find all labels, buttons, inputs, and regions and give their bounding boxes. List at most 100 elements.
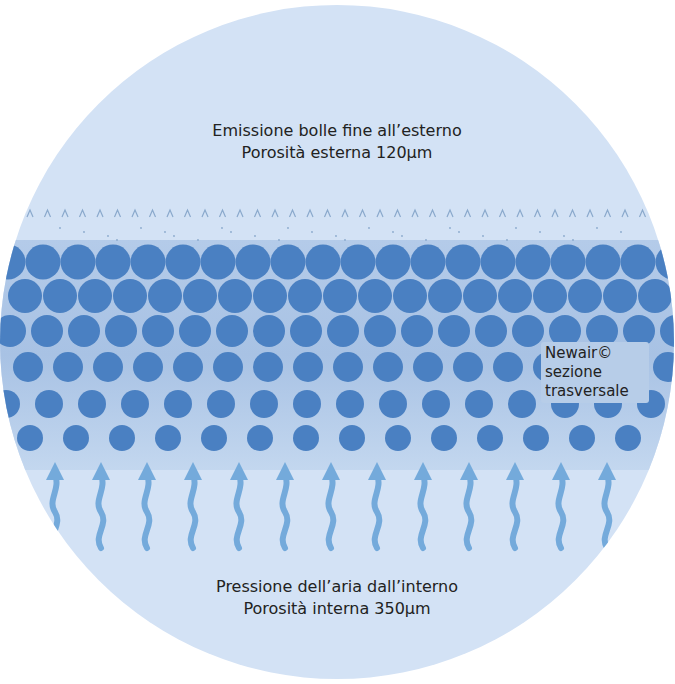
background-circle: [0, 5, 674, 679]
sphere: [218, 279, 252, 313]
arrow-shaft: [420, 474, 425, 548]
sphere: [431, 425, 457, 451]
sphere: [271, 245, 306, 280]
bubble-dot: [563, 235, 565, 237]
sphere: [422, 390, 450, 418]
bubble-mark: [325, 210, 331, 217]
arrow-head: [552, 462, 570, 480]
arrow-head: [598, 462, 616, 480]
sphere: [533, 279, 567, 313]
sphere: [453, 352, 483, 382]
bubble-dot: [221, 227, 223, 229]
bubble-mark: [132, 210, 138, 217]
arrow-head: [138, 462, 156, 480]
bubble-mark: [27, 210, 33, 217]
bubble-dot: [197, 239, 199, 241]
bubble-mark: [360, 210, 366, 217]
sphere: [35, 390, 63, 418]
bubble-mark: [517, 210, 523, 217]
bubble-mark: [482, 210, 488, 217]
sphere: [78, 390, 106, 418]
sphere: [26, 245, 61, 280]
sphere: [247, 425, 273, 451]
sphere: [93, 352, 123, 382]
bubble-mark: [115, 210, 121, 217]
arrow-shaft: [604, 474, 609, 548]
bubble-dot: [515, 227, 517, 229]
arrow-shaft: [144, 474, 149, 548]
bubble-mark: [255, 210, 261, 217]
bubble-mark: [622, 210, 628, 217]
sphere: [53, 352, 83, 382]
bubble-dot: [344, 239, 346, 241]
sphere: [173, 352, 203, 382]
sphere: [113, 279, 147, 313]
sphere: [661, 425, 675, 451]
arrow-shaft: [52, 474, 57, 548]
bubble-dot: [506, 239, 508, 241]
bubble-mark: [167, 210, 173, 217]
caption-text: Porosità interna 350µm: [243, 599, 430, 619]
bubble-mark: [535, 210, 541, 217]
sphere: [121, 390, 149, 418]
bubble-dot: [287, 227, 289, 229]
bubble-dot: [140, 227, 142, 229]
sphere: [446, 245, 481, 280]
bubble-mark: [97, 210, 103, 217]
bubble-mark: [377, 210, 383, 217]
arrow-shaft: [236, 474, 241, 548]
bubble-mark: [570, 210, 576, 217]
sphere: [358, 279, 392, 313]
arrow-head: [460, 462, 478, 480]
sphere: [142, 315, 174, 347]
product-label: Newair© sezione trasversale: [541, 342, 649, 403]
arrow-head: [276, 462, 294, 480]
arrow-shaft: [374, 474, 379, 548]
arrow-shaft: [328, 474, 333, 548]
sphere: [373, 352, 403, 382]
sphere: [327, 315, 359, 347]
bubble-mark: [587, 210, 593, 217]
sphere: [621, 245, 656, 280]
sphere: [364, 315, 396, 347]
bubble-dot: [572, 239, 574, 241]
sphere: [615, 425, 641, 451]
caption-text: Pressione dell’aria dall’interno: [216, 577, 458, 597]
arrow-shaft: [466, 474, 471, 548]
bubble-dot: [311, 231, 313, 233]
arrow-shaft: [558, 474, 563, 548]
porous-spheres: [0, 245, 675, 452]
sphere: [336, 390, 364, 418]
arrow-head: [46, 462, 64, 480]
bubble-mark: [342, 210, 348, 217]
sphere: [216, 315, 248, 347]
sphere: [78, 279, 112, 313]
sphere: [201, 425, 227, 451]
sphere: [179, 315, 211, 347]
bubble-mark: [272, 210, 278, 217]
sphere: [660, 315, 675, 347]
sphere: [379, 390, 407, 418]
sphere: [253, 279, 287, 313]
sphere: [290, 315, 322, 347]
sphere: [131, 245, 166, 280]
arrow-head: [368, 462, 386, 480]
bubble-mark: [150, 210, 156, 217]
sphere: [293, 390, 321, 418]
bubble-mark: [412, 210, 418, 217]
sphere: [306, 245, 341, 280]
arrow-head: [322, 462, 340, 480]
sphere: [568, 279, 602, 313]
sphere: [512, 315, 544, 347]
sphere: [569, 425, 595, 451]
bubble-dot: [278, 239, 280, 241]
sphere: [105, 315, 137, 347]
arrow-head: [230, 462, 248, 480]
sphere: [253, 315, 285, 347]
bubble-dot: [539, 231, 541, 233]
sphere: [0, 245, 26, 280]
sphere: [201, 245, 236, 280]
bubble-dot: [620, 231, 622, 233]
sphere: [293, 425, 319, 451]
bubble-mark: [62, 210, 68, 217]
